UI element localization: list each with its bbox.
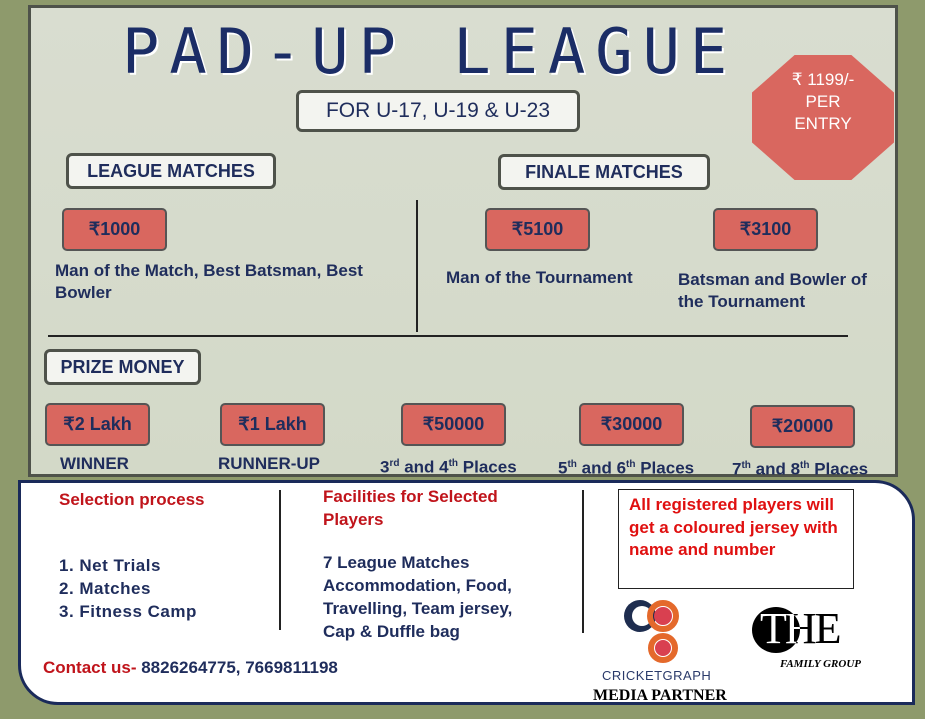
finale-prize-2-desc: Batsman and Bowler of the Tournament [678,270,867,311]
divider [48,335,848,337]
t: Places [635,458,695,478]
age-groups: FOR U-17, U-19 & U-23 [296,90,580,132]
league-prize-desc: Man of the Match, Best Batsman, Best Bow… [55,261,363,302]
logo-circle-icon [752,607,800,653]
selection-steps: 1. Net Trials 2. Matches 3. Fitness Camp [59,554,197,623]
league-prize: ₹1000 [62,208,167,251]
facilities-text: 7 League Matches Accommodation, Food, Tr… [323,553,513,641]
prize-7th-8th-label: 7th and 8th Places [732,455,868,481]
t: Places [809,459,869,479]
step: 3. Fitness Camp [59,602,197,621]
contact-numbers: 8826264775, 7669811198 [136,658,338,677]
prize-3rd-4th-label: 3rd and 4th Places [380,453,517,479]
family-group-text: FAMILY GROUP [780,658,861,670]
cricketgraph-logo-icon [618,596,698,666]
divider [279,490,281,630]
entry-fee-line2: PER [805,92,841,111]
t: rd [389,458,400,469]
finale-matches-heading: FINALE MATCHES [498,154,710,190]
media-partner: MEDIA PARTNER [593,687,727,704]
t: 3 [380,457,390,477]
prize-runner-up: ₹1 Lakh [220,403,325,446]
facilities-heading: Facilities for Selected Players [323,487,498,529]
jersey-note: All registered players will get a colour… [618,489,854,589]
cricketgraph-text: CRICKETGRAPH [602,668,712,683]
entry-fee-amount: ₹ 1199/- [791,70,855,89]
prize-5th-6th-label: 5th and 6th Places [558,454,694,480]
step: 1. Net Trials [59,556,161,575]
prize-money-heading: PRIZE MONEY [44,349,201,385]
prize-3rd-4th: ₹50000 [401,403,506,446]
prize-5th-6th: ₹30000 [579,403,684,446]
t: Places [458,457,517,477]
selection-heading: Selection process [59,490,205,509]
the-family-group-logo: THE FAMILY GROUP [752,605,882,675]
prize-7th-8th: ₹20000 [750,405,855,448]
t: and 4 [399,457,449,477]
contact-label: Contact us- [43,658,137,677]
divider [416,200,418,332]
the-text: THE [760,604,842,653]
finale-prize-2: ₹3100 [713,208,818,251]
t: 5 [558,458,568,478]
entry-fee-line3: ENTRY [794,114,852,133]
finale-prize-1: ₹5100 [485,208,590,251]
info-panel [18,480,915,705]
divider [582,490,584,633]
t: 7 [732,459,742,479]
t: th [741,460,751,471]
t: and 8 [750,459,801,479]
poster-title: PAD-UP LEAGUE [122,15,738,88]
t: th [800,460,810,471]
t: th [626,459,636,470]
prize-winner-label: WINNER [60,454,129,473]
finale-prize-1-desc: Man of the Tournament [446,268,633,287]
prize-winner: ₹2 Lakh [45,403,150,446]
contact: Contact us- 8826264775, 7669811198 [43,656,338,679]
t: and 6 [576,458,627,478]
entry-fee-badge: ₹ 1199/- PER ENTRY [752,55,894,180]
t: th [448,458,459,469]
step: 2. Matches [59,579,151,598]
prize-runner-up-label: RUNNER-UP [218,454,320,473]
t: th [567,459,577,470]
league-matches-heading: LEAGUE MATCHES [66,153,276,189]
